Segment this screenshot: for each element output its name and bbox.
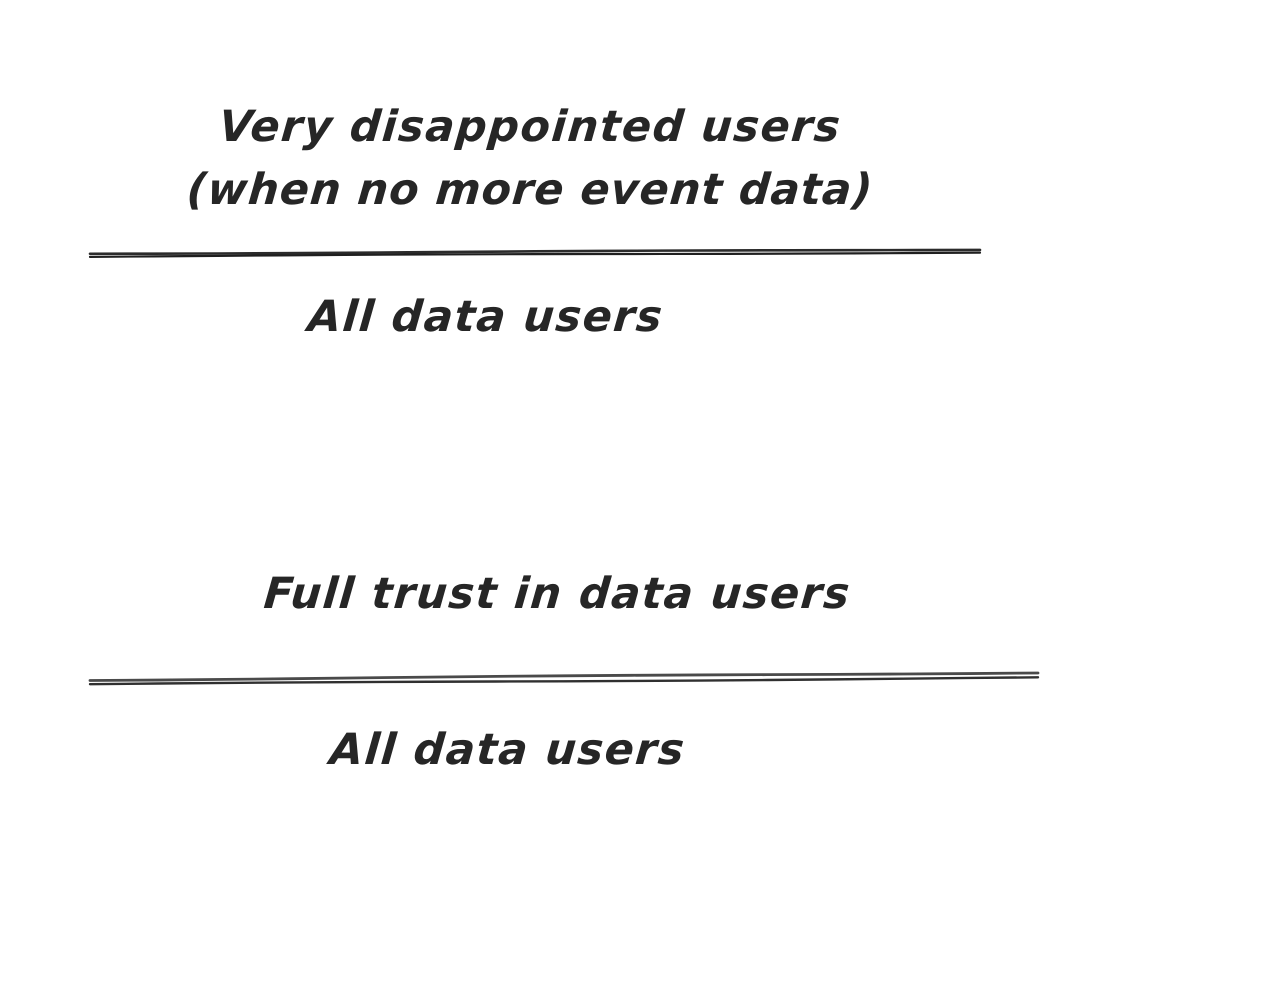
fraction-2-denominator: All data users (0, 725, 1015, 775)
fraction-bar-1 (88, 248, 982, 258)
fraction-2-denominator-label: All data users (327, 725, 688, 775)
fraction-1-numerator: Very disappointed users (when no more ev… (0, 96, 1060, 222)
fraction-1-denominator: All data users (0, 292, 972, 342)
fraction-2-numerator: Full trust in data users (0, 569, 1115, 619)
fraction-bar-2 (88, 671, 1040, 686)
fraction-1-numerator-line-1: Very disappointed users (216, 102, 844, 152)
fraction-1-numerator-line-2: (when no more event data) (184, 165, 876, 215)
fraction-2-numerator-line-1: Full trust in data users (262, 569, 854, 619)
fraction-1-denominator-label: All data users (306, 292, 666, 342)
